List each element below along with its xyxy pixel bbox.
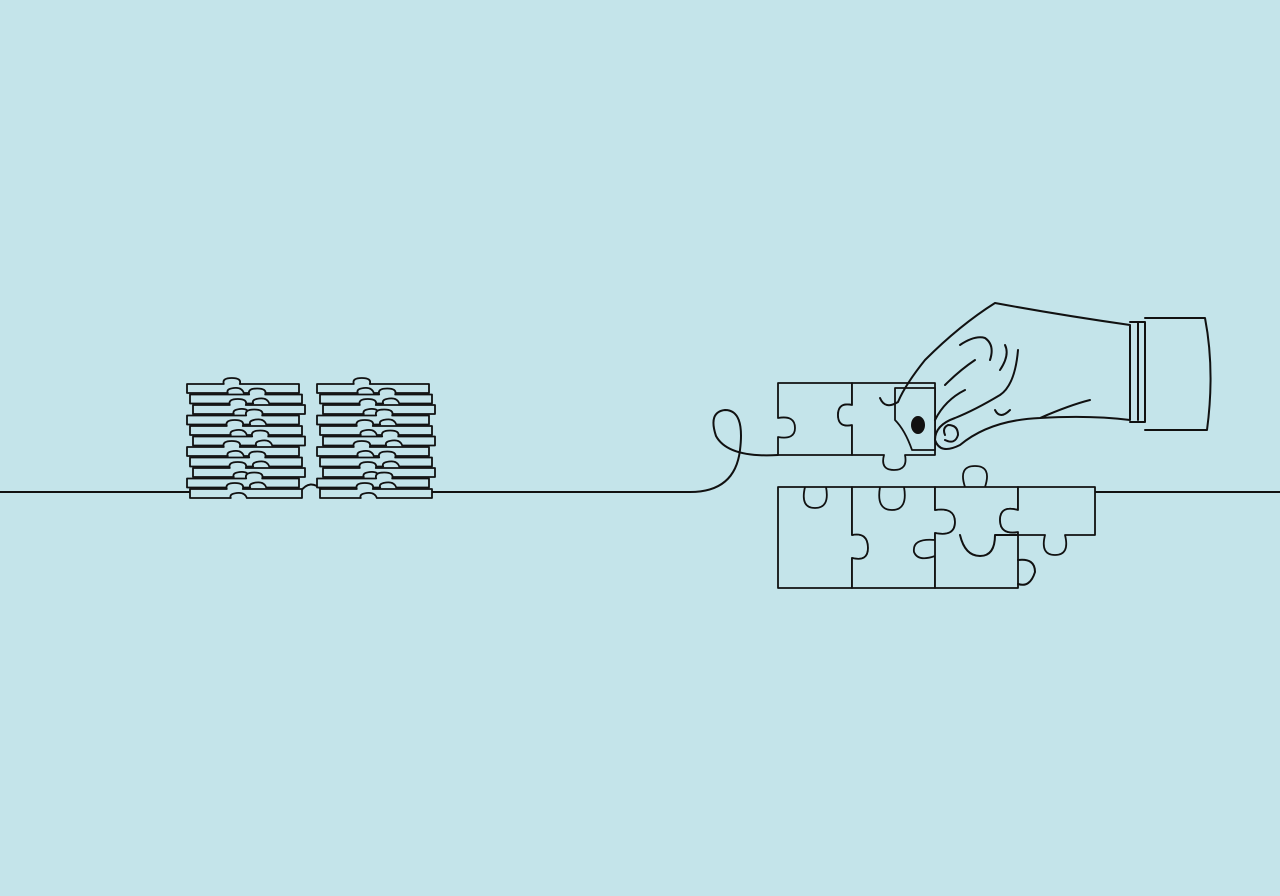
sleeve-cuff — [1129, 317, 1212, 431]
stacked-puzzle-piece — [189, 450, 303, 468]
stacked-puzzle-piece — [186, 471, 300, 489]
stacked-puzzle-piece — [186, 377, 300, 394]
stacked-puzzle-piece — [322, 429, 436, 447]
stacked-puzzle-piece — [319, 482, 433, 499]
stacked-puzzle-piece — [192, 461, 306, 478]
stacked-puzzle-piece — [316, 408, 430, 426]
stacked-puzzle-piece — [316, 377, 430, 394]
puzzle-seam — [959, 534, 1036, 586]
hand-icon — [879, 302, 1131, 450]
stacked-puzzle-piece — [186, 440, 300, 457]
stacked-puzzle-piece — [322, 461, 436, 478]
stacked-puzzle-piece — [319, 387, 433, 405]
stacked-puzzle-piece — [319, 419, 433, 436]
stacked-puzzle-piece — [192, 429, 306, 447]
stacked-puzzle-piece — [189, 482, 303, 499]
stacked-puzzle-piece — [189, 419, 303, 436]
puzzle-piece — [999, 486, 1096, 556]
stacked-puzzle-piece — [186, 408, 300, 426]
puzzle-stack-left — [186, 377, 306, 499]
puzzle-piece — [912, 465, 1019, 589]
piece-knob — [911, 416, 925, 434]
stacked-puzzle-piece — [316, 471, 430, 489]
stacked-puzzle-piece — [316, 440, 430, 457]
puzzle-stack-right — [316, 377, 436, 499]
stacked-puzzle-piece — [189, 387, 303, 405]
stacked-puzzle-piece — [192, 398, 306, 415]
stacked-puzzle-piece — [319, 450, 433, 468]
hand-placing-piece — [879, 302, 1212, 451]
stacked-puzzle-piece — [322, 398, 436, 415]
